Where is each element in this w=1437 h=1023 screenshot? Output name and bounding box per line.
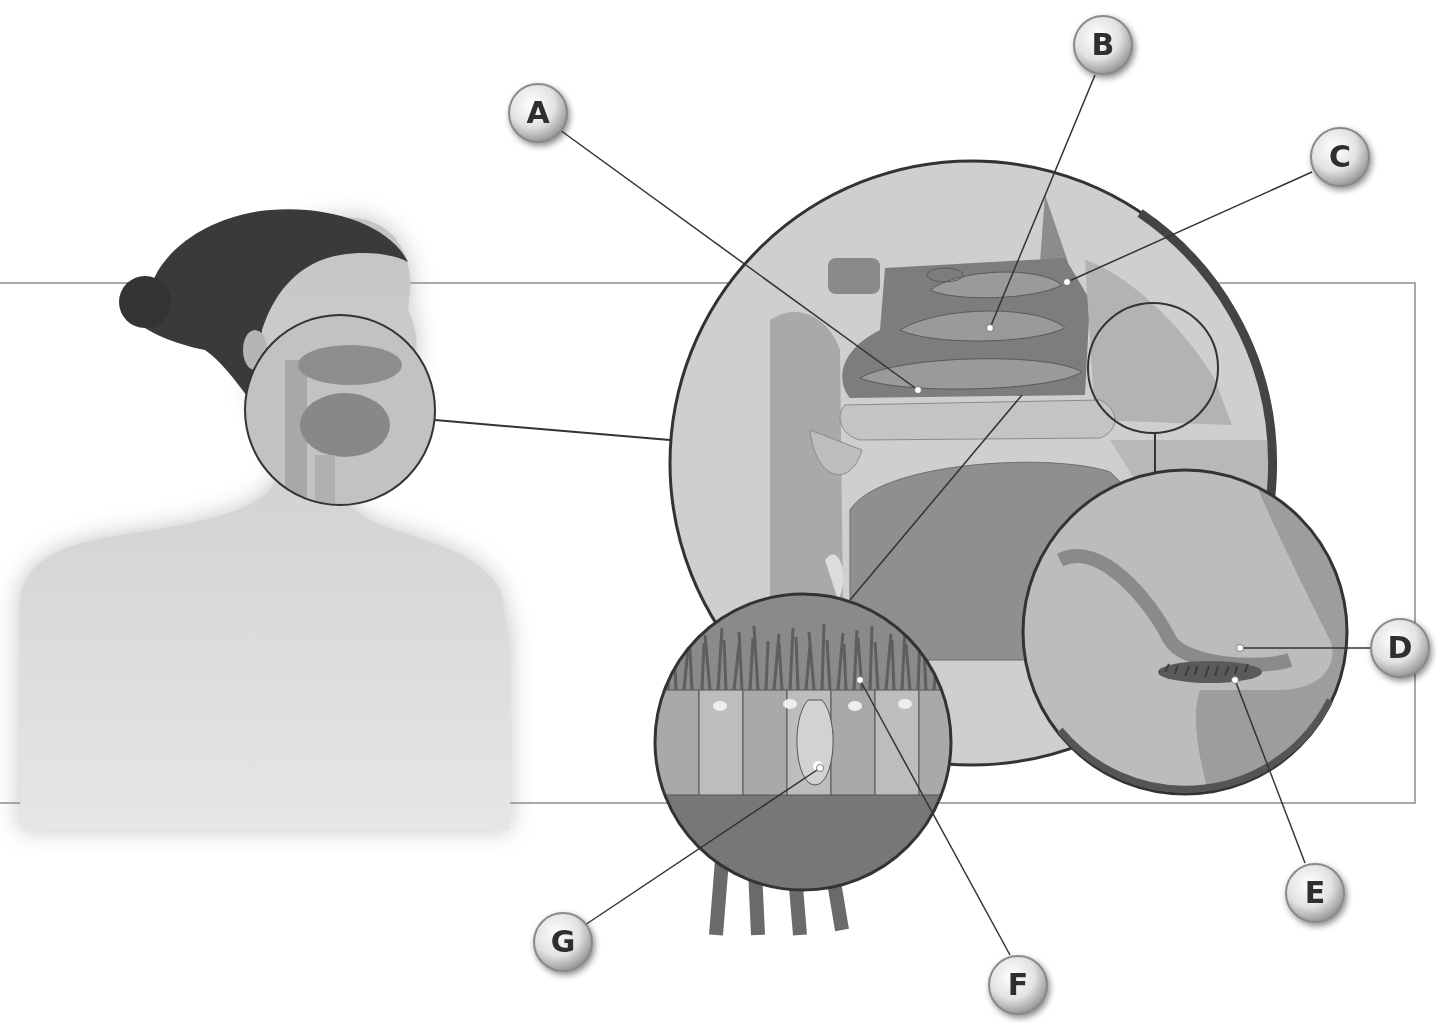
epithelial-cell <box>743 690 787 795</box>
leader-line <box>1235 680 1305 863</box>
nasal-hairs <box>1165 664 1248 677</box>
middle-turbinate <box>900 311 1065 341</box>
callout-disc <box>534 913 592 971</box>
callout-disc <box>1286 864 1344 922</box>
callout-disc <box>1074 16 1132 74</box>
zoom-connector <box>435 420 670 440</box>
nasal-cavity <box>298 345 402 385</box>
nose-zoom-ring <box>1088 303 1218 433</box>
goblet-dot <box>813 761 823 771</box>
cilia-view <box>650 594 963 905</box>
callout-letter: B <box>1092 30 1115 60</box>
nostril <box>1158 661 1262 683</box>
callout-circle: E <box>1284 862 1346 924</box>
zoom-ring <box>245 315 435 505</box>
zoom-bg <box>245 315 435 505</box>
goblet-cell <box>797 700 833 785</box>
callout-disc <box>1311 128 1369 186</box>
nostril-view <box>1023 470 1347 800</box>
callout-circle: C <box>1309 126 1371 188</box>
callout-circle: D <box>1369 617 1431 679</box>
leader-dot <box>987 325 994 332</box>
epithelial-cell <box>831 690 875 795</box>
epithelial-cell <box>655 690 699 795</box>
cell-nucleus <box>713 701 727 711</box>
leader-line <box>560 130 918 390</box>
soft-palate <box>810 430 862 475</box>
cilia-ring <box>655 594 951 890</box>
callout-letter: F <box>1008 970 1029 1000</box>
callout-letter: D <box>1388 633 1413 663</box>
leader-dot <box>857 677 864 684</box>
callout-letter: G <box>551 927 576 957</box>
callout-disc <box>989 956 1047 1014</box>
palate <box>840 400 1115 440</box>
callout-disc <box>1371 619 1429 677</box>
sinus <box>828 258 880 294</box>
leader-line <box>990 75 1095 328</box>
leader-dot <box>1237 645 1244 652</box>
leader-line <box>1067 172 1312 282</box>
epithelial-cell <box>919 690 963 795</box>
hair-bun <box>119 276 171 328</box>
inferior-turbinate <box>860 359 1082 389</box>
callout-circle: B <box>1072 14 1134 76</box>
leader-line <box>585 768 820 925</box>
bone-spike <box>1040 195 1068 262</box>
nasal-cavity <box>842 258 1090 398</box>
callout-letter: E <box>1305 878 1326 908</box>
nostril-ring <box>1023 470 1347 794</box>
leader-line <box>850 395 1022 600</box>
leader-line <box>860 680 1010 955</box>
cell-nucleus <box>848 701 862 711</box>
trachea <box>315 455 335 505</box>
leader-dot <box>1232 677 1239 684</box>
callout-letter: C <box>1329 142 1351 172</box>
zoom-connector <box>1154 433 1156 472</box>
head-zoom <box>245 315 435 510</box>
leader-dots <box>817 279 1244 772</box>
epiglottis <box>825 555 843 600</box>
callout-letter: A <box>526 98 549 128</box>
callout-disc <box>509 84 567 142</box>
ring-shadow <box>1060 700 1330 789</box>
cell-nucleus <box>898 699 912 709</box>
epithelial-cell <box>875 690 919 795</box>
leader-dot <box>1064 279 1071 286</box>
woman-figure <box>20 209 510 830</box>
oral-cavity <box>300 393 390 457</box>
superior-turbinate <box>930 272 1062 298</box>
leader-dot <box>817 765 824 772</box>
leader-line <box>1240 647 1370 649</box>
callout-circle: A <box>507 82 569 144</box>
detail-loop <box>927 268 963 282</box>
epithelial-cell <box>699 690 743 795</box>
callout-circle: F <box>987 954 1049 1016</box>
cell-nucleus <box>783 699 797 709</box>
callout-circle: G <box>532 911 594 973</box>
leader-dot <box>915 387 922 394</box>
leader-lines <box>560 75 1370 955</box>
